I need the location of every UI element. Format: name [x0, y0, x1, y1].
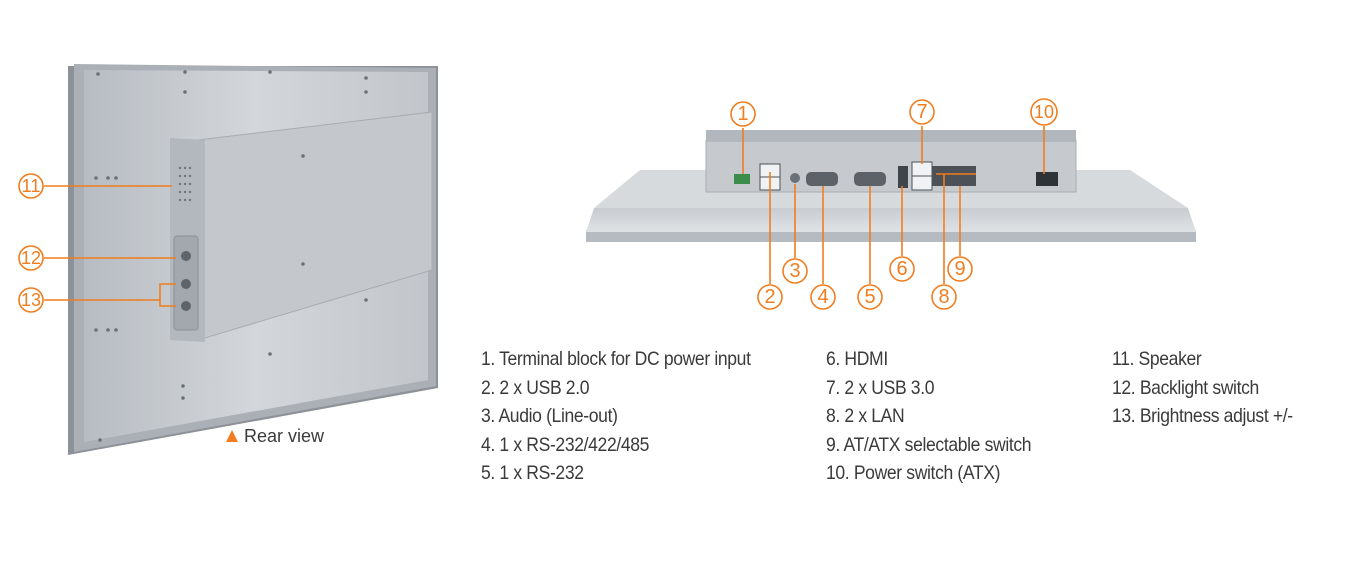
- callout-6: 6: [896, 258, 907, 280]
- callout-10: 10: [1034, 102, 1054, 122]
- callout-10-ring: [1030, 98, 1058, 126]
- legend-item: 6. HDMI: [826, 348, 888, 370]
- legend-item: 10. Power switch (ATX): [826, 462, 1001, 484]
- callout-12-ring: [18, 245, 44, 271]
- callout-2: 2: [764, 286, 775, 308]
- legend-item: 5. 1 x RS-232: [481, 462, 584, 484]
- legend-item: 7. 2 x USB 3.0: [826, 376, 935, 399]
- callout-4-ring: [810, 284, 836, 310]
- callout-5: 5: [864, 286, 875, 308]
- legend-item: 13. Brightness adjust +/-: [1112, 405, 1293, 427]
- callout-11: 11: [22, 176, 41, 196]
- callout-13: 13: [21, 290, 41, 310]
- bottom-view-panel: [586, 126, 1196, 284]
- legend-item: 1. Terminal block for DC power input: [481, 348, 751, 370]
- callout-9: 9: [954, 258, 965, 280]
- legend-column-1: 1. Terminal block for DC power input 2. …: [481, 345, 751, 488]
- callout-4: 4: [817, 286, 828, 308]
- legend-item: 2. 2 x USB 2.0: [481, 376, 590, 399]
- callout-13-ring: [18, 287, 44, 313]
- callout-1-ring: [730, 101, 756, 127]
- legend-item: 3. Audio (Line-out): [481, 405, 618, 427]
- callout-11-ring: [18, 173, 44, 199]
- callout-8-ring: [931, 284, 957, 310]
- legend-item: 9. AT/ATX selectable switch: [826, 433, 1032, 456]
- legend-item: 4. 1 x RS-232/422/485: [481, 433, 650, 456]
- callout-7-ring: [909, 99, 935, 125]
- caption-text: Rear view: [244, 426, 325, 446]
- rear-view-panel: [44, 64, 438, 455]
- callout-12: 12: [21, 248, 41, 268]
- rear-view-caption: Rear view: [226, 426, 324, 447]
- legend-item: 12. Backlight switch: [1112, 376, 1259, 399]
- triangle-up-icon: [226, 430, 238, 442]
- legend-item: 11. Speaker: [1112, 348, 1202, 370]
- callout-8: 8: [938, 286, 949, 308]
- callout-6-ring: [889, 256, 915, 282]
- callout-3-ring: [782, 258, 808, 284]
- callout-5-ring: [857, 284, 883, 310]
- legend-column-3: 11. Speaker 12. Backlight switch 13. Bri…: [1112, 345, 1293, 431]
- legend-item: 8. 2 x LAN: [826, 405, 905, 427]
- callout-7: 7: [916, 101, 927, 123]
- callout-2-ring: [757, 284, 783, 310]
- callout-9-ring: [947, 256, 973, 282]
- callout-1: 1: [737, 103, 748, 125]
- callout-3: 3: [789, 260, 800, 282]
- legend-column-2: 6. HDMI 7. 2 x USB 3.0 8. 2 x LAN 9. AT/…: [826, 345, 1032, 488]
